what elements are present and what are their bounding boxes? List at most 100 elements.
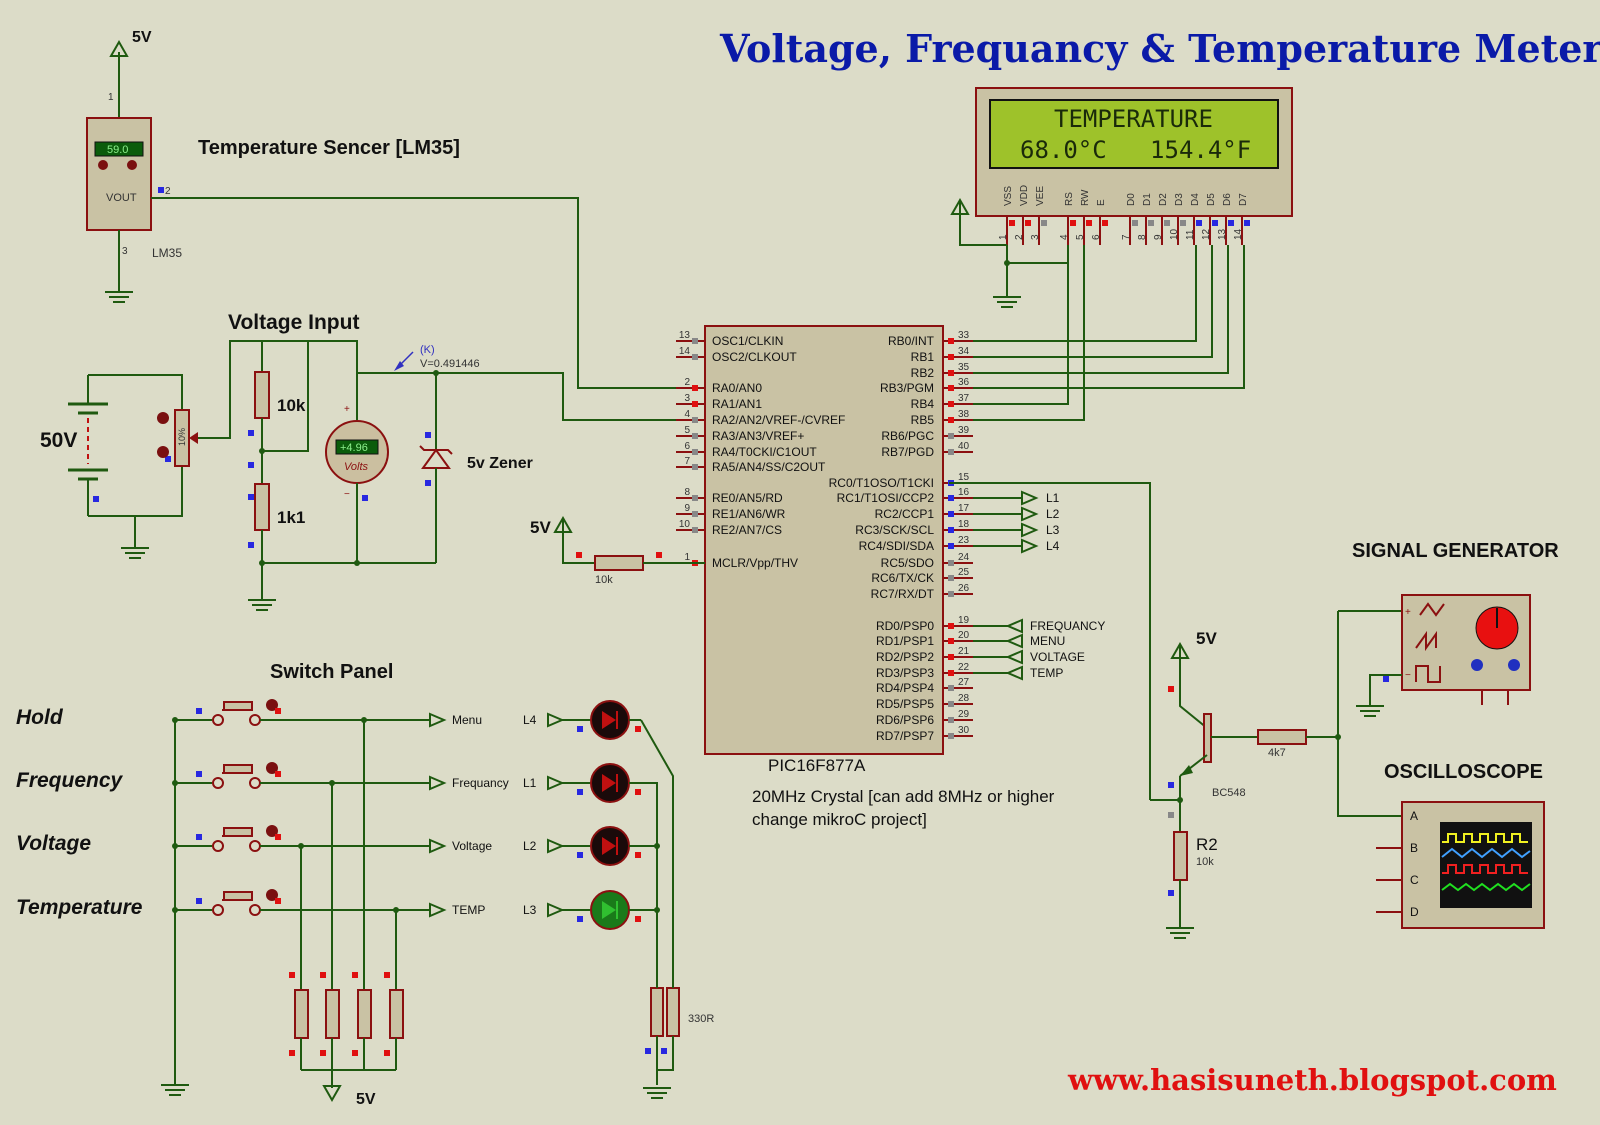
net-terminal-icon bbox=[429, 902, 447, 918]
lcd-pin-number: 9 bbox=[1153, 234, 1164, 240]
base-resistor bbox=[1257, 729, 1307, 745]
pin-state-marker bbox=[692, 511, 698, 517]
pin-state-marker bbox=[1148, 220, 1154, 226]
pin-state-marker bbox=[948, 354, 954, 360]
pin-state-marker bbox=[948, 495, 954, 501]
pin-state-marker bbox=[1070, 220, 1076, 226]
push-button[interactable] bbox=[223, 701, 253, 711]
ground-icon bbox=[161, 1084, 189, 1096]
transistor-part: BC548 bbox=[1212, 787, 1246, 799]
lm35-vout: VOUT bbox=[106, 192, 137, 204]
mcu-pin-name: RB3/PGM bbox=[880, 381, 934, 395]
battery[interactable]: 50V bbox=[40, 375, 108, 516]
lm35-body bbox=[86, 117, 152, 231]
svg-text:+: + bbox=[1405, 607, 1411, 618]
pot-down-icon[interactable] bbox=[157, 446, 169, 458]
mcu-pin-name: RD1/PSP1 bbox=[876, 634, 934, 648]
push-button[interactable] bbox=[223, 891, 253, 901]
lcd-pin-name: D2 bbox=[1158, 193, 1169, 206]
led-resistor-label: 330R bbox=[688, 1013, 714, 1025]
pin-state-marker bbox=[948, 591, 954, 597]
pin-state-marker bbox=[692, 464, 698, 470]
mcu-pin-name: RA4/T0CKI/C1OUT bbox=[712, 445, 817, 459]
mcu-pin-name: RD3/PSP3 bbox=[876, 666, 934, 680]
mcu-pin-number: 34 bbox=[958, 346, 970, 357]
mcu-pin-number: 20 bbox=[958, 630, 970, 641]
switch-net-label: TEMP bbox=[452, 903, 485, 917]
voltage-probe[interactable]: (K) V=0.491446 bbox=[394, 344, 480, 371]
voltmeter-unit: Volts bbox=[344, 461, 369, 473]
pot-up-icon[interactable] bbox=[157, 412, 169, 424]
svg-text:−: − bbox=[1405, 670, 1411, 681]
supply-arrow-icon bbox=[109, 39, 129, 57]
rc-output-label: L4 bbox=[1046, 539, 1060, 553]
mcu-part-label: PIC16F877A bbox=[768, 756, 866, 775]
push-button[interactable] bbox=[223, 764, 253, 774]
lm35-part: LM35 bbox=[152, 246, 182, 260]
pin-state-marker bbox=[948, 449, 954, 455]
lcd-pin-number: 11 bbox=[1185, 229, 1196, 240]
mcu-pin-number: 6 bbox=[684, 441, 690, 452]
lcd-line1: TEMPERATURE bbox=[1054, 105, 1213, 133]
pin-state-marker bbox=[948, 511, 954, 517]
oscilloscope[interactable] bbox=[1401, 801, 1545, 929]
ground-icon bbox=[1166, 927, 1194, 939]
am-knob-icon[interactable] bbox=[1508, 659, 1520, 671]
pin-state-marker bbox=[948, 733, 954, 739]
mcu-note-line2: change mikroC project] bbox=[752, 810, 927, 829]
lcd-display[interactable]: TEMPERATURE 68.0°C 154.4°F bbox=[975, 87, 1293, 217]
pin-state-marker bbox=[948, 417, 954, 423]
rc-output-label: L1 bbox=[1046, 491, 1060, 505]
lcd-pin-name: D1 bbox=[1142, 193, 1153, 206]
mcu-pin-name: RA1/AN1 bbox=[712, 397, 762, 411]
lcd-pin-name: D6 bbox=[1222, 193, 1233, 206]
lm35-pin3: 3 bbox=[122, 246, 128, 257]
mcu-pin-name: MCLR/Vpp/THV bbox=[712, 556, 798, 570]
switch-net-label: Menu bbox=[452, 713, 482, 727]
mcu-pin-number: 38 bbox=[958, 409, 970, 420]
mcu-pin-name: RC0/T1OSO/T1CKI bbox=[829, 476, 934, 490]
potentiometer[interactable]: 10% bbox=[157, 409, 198, 467]
input-terminal-icon bbox=[1005, 618, 1023, 634]
mcu-pin-number: 8 bbox=[684, 487, 690, 498]
pulldown-resistor bbox=[357, 989, 372, 1039]
lcd-line2: 68.0°C 154.4°F bbox=[1020, 136, 1251, 164]
lm35-sensor[interactable]: 5V 1 59.0 VOUT 2 3 LM35 bbox=[86, 29, 182, 303]
pot-value: 10% bbox=[177, 428, 187, 446]
lm35-down-icon[interactable] bbox=[98, 160, 108, 170]
signal-generator[interactable]: + − bbox=[1401, 594, 1531, 705]
mcu-pin-number: 30 bbox=[958, 725, 970, 736]
mcu-pin-name: RB0/INT bbox=[888, 334, 935, 348]
mcu-pin-number: 21 bbox=[958, 646, 970, 657]
net-terminal-icon bbox=[547, 838, 565, 854]
output-terminal-icon bbox=[1021, 538, 1039, 554]
push-button[interactable] bbox=[223, 827, 253, 837]
mcu-pin-name: RD5/PSP5 bbox=[876, 697, 934, 711]
switch-panel-title: Switch Panel bbox=[270, 661, 393, 683]
pin-state-marker bbox=[948, 401, 954, 407]
pin-state-marker bbox=[948, 654, 954, 660]
mcu-pin-number: 9 bbox=[684, 503, 690, 514]
mcu-body[interactable] bbox=[704, 325, 944, 755]
switch-label: Hold bbox=[16, 706, 63, 729]
lcd-pin-number: 14 bbox=[1233, 228, 1244, 240]
lm35-pin2: 2 bbox=[165, 186, 171, 197]
mcu-pin-name: RA5/AN4/SS/C2OUT bbox=[712, 460, 826, 474]
mcu-pin-name: RB6/PGC bbox=[881, 429, 934, 443]
mcu-pin-name: RE1/AN6/WR bbox=[712, 507, 786, 521]
resistor-10k: 10k bbox=[254, 341, 306, 484]
zener-diode: 5v Zener bbox=[419, 373, 533, 563]
lcd-pin-name: D4 bbox=[1190, 193, 1201, 206]
lm35-up-icon[interactable] bbox=[127, 160, 137, 170]
rd-input-label: VOLTAGE bbox=[1030, 650, 1085, 664]
voltmeter[interactable]: +4.96 Volts + − bbox=[325, 404, 389, 500]
pin-state-marker bbox=[692, 401, 698, 407]
pin-state-marker bbox=[692, 527, 698, 533]
mcu-pin-name: RD2/PSP2 bbox=[876, 650, 934, 664]
pin-state-marker bbox=[692, 338, 698, 344]
fm-knob-icon[interactable] bbox=[1471, 659, 1483, 671]
led-net-label: L2 bbox=[523, 839, 537, 853]
mcu-pin-number: 24 bbox=[958, 552, 970, 563]
